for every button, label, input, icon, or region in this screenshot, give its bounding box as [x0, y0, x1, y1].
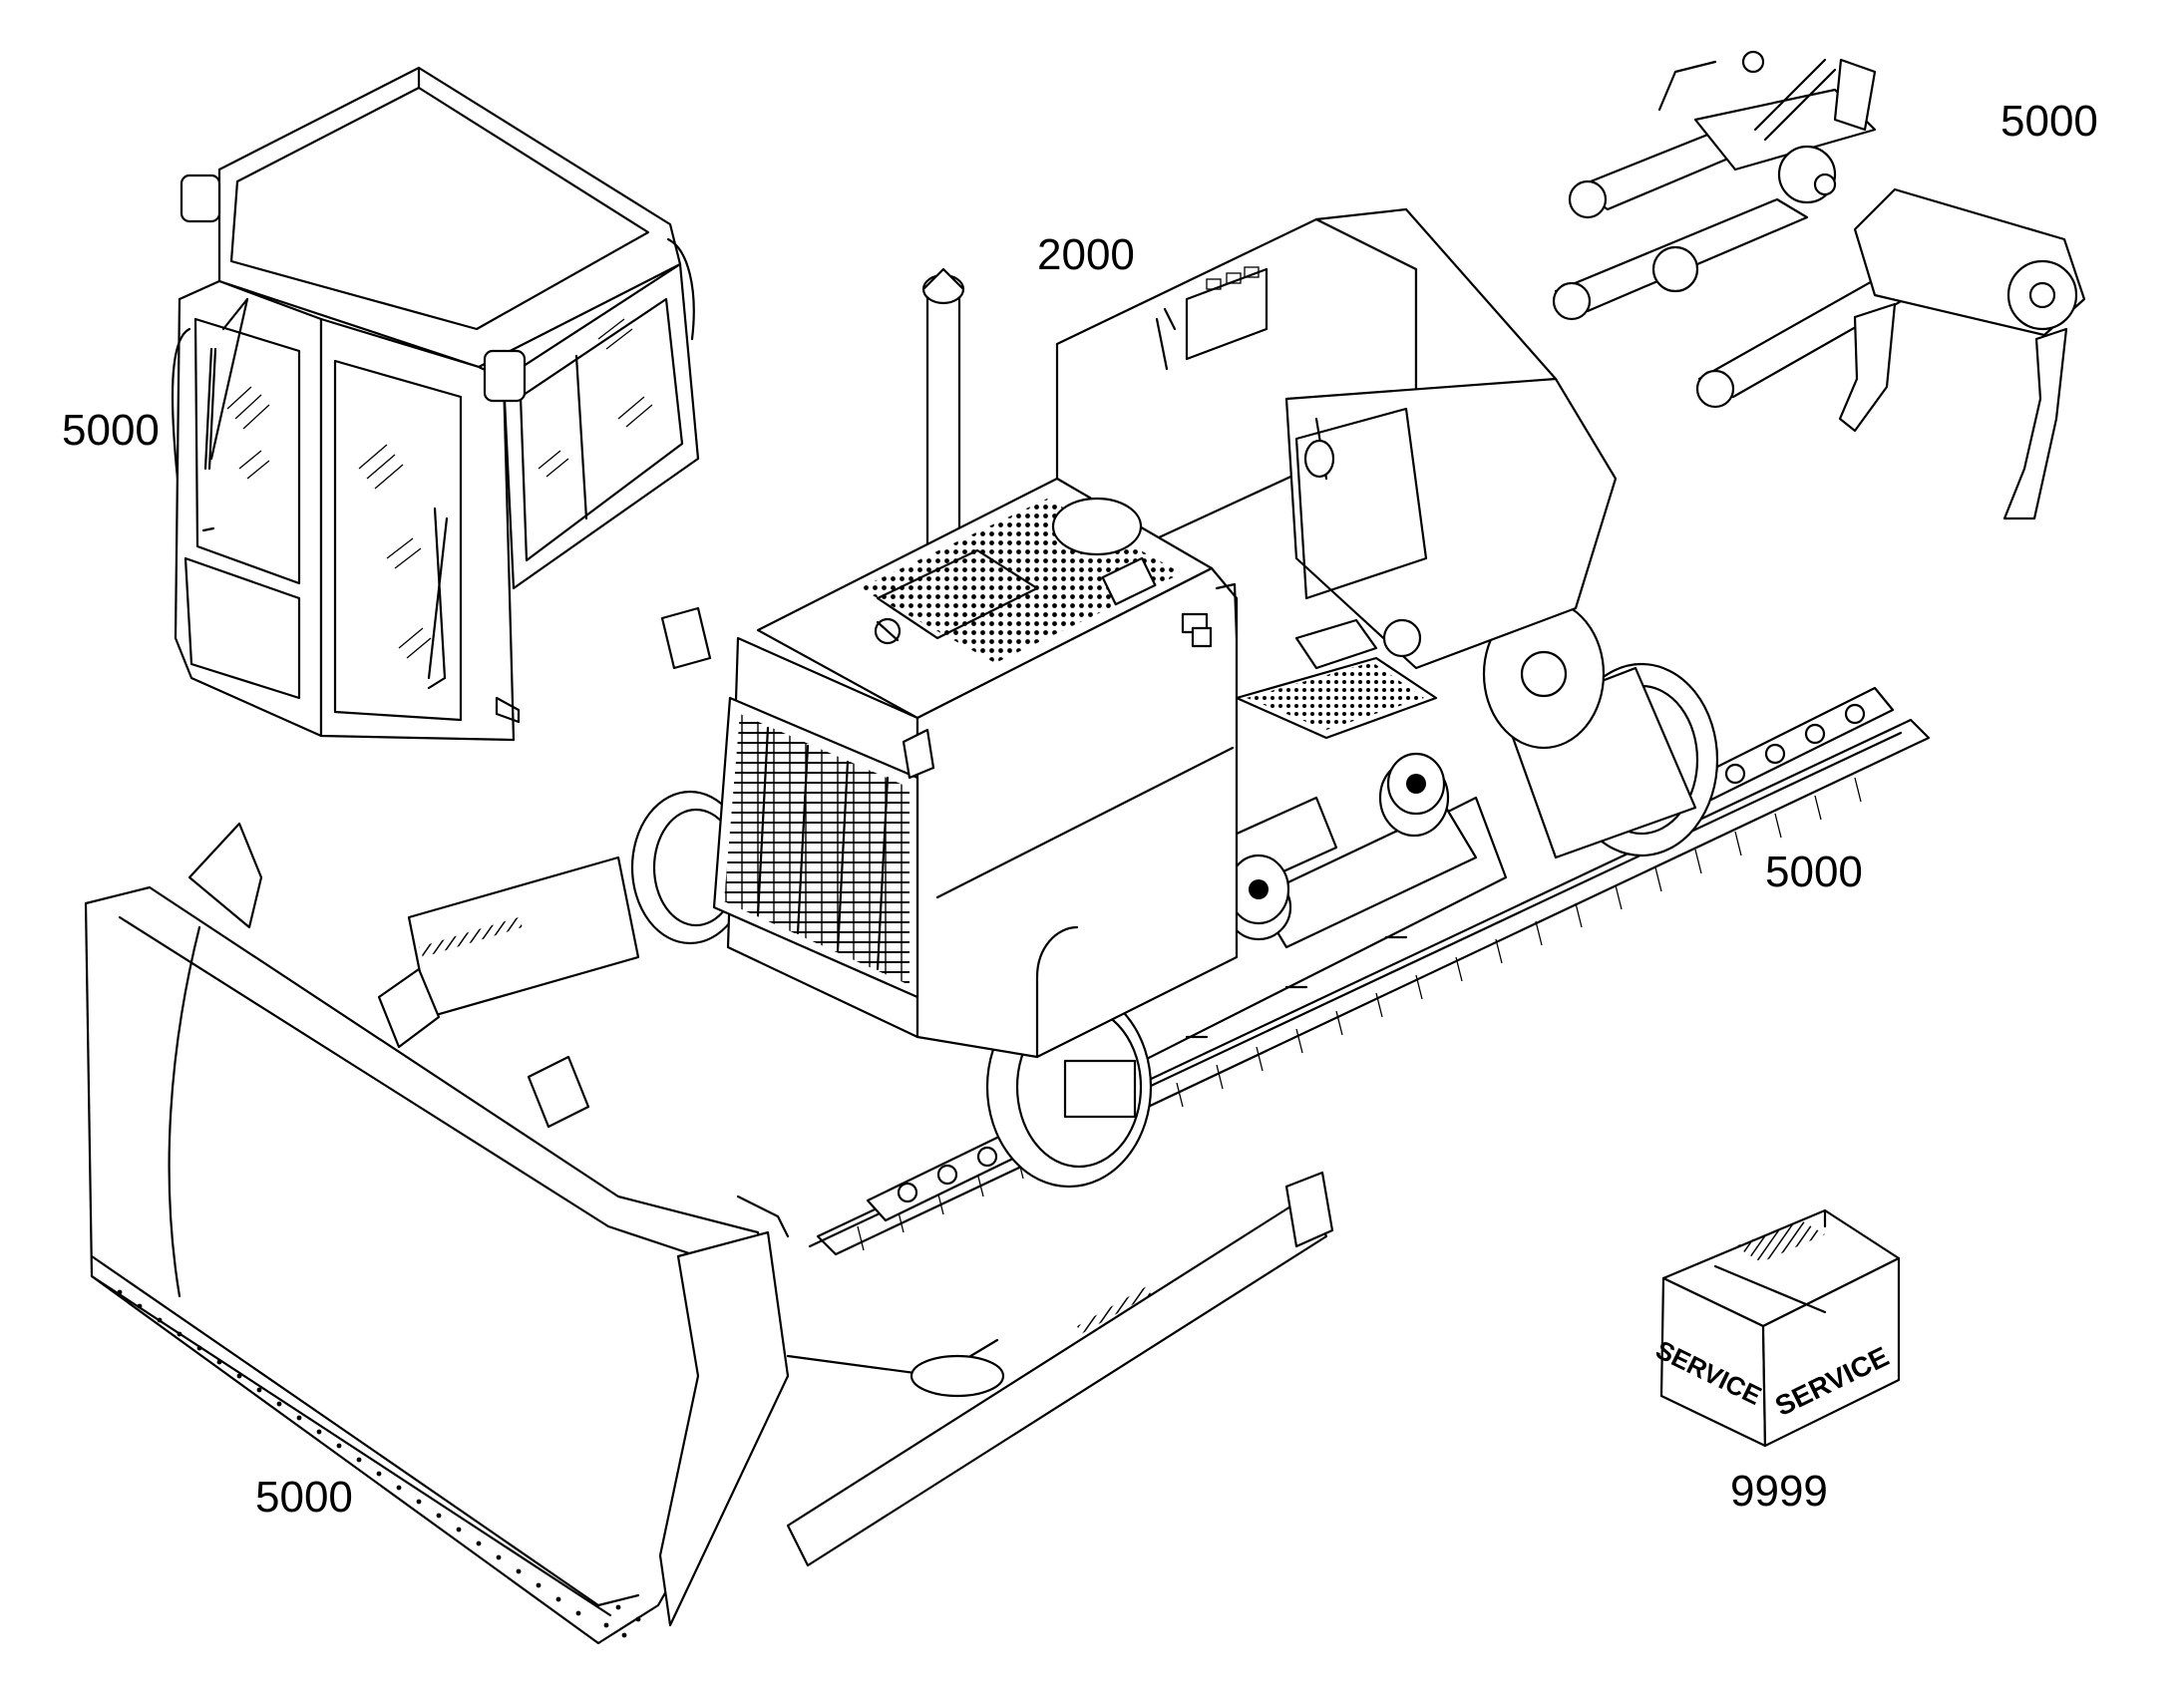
track-part-number: 5000	[1765, 848, 1863, 896]
blade-assembly	[84, 822, 1334, 1645]
ripper-assembly	[1552, 50, 2086, 520]
ripper-part-number: 5000	[2000, 97, 2098, 146]
cab-assembly	[171, 66, 700, 742]
engine-part-number: 2000	[1037, 230, 1135, 279]
service-kit-part-number: 9999	[1730, 1467, 1828, 1516]
blade-bolts	[117, 1289, 641, 1638]
engine-body	[660, 207, 1618, 1059]
cab-part-number: 5000	[62, 406, 160, 455]
service-kit-box	[1659, 1208, 1901, 1448]
blade-part-number: 5000	[255, 1473, 353, 1522]
